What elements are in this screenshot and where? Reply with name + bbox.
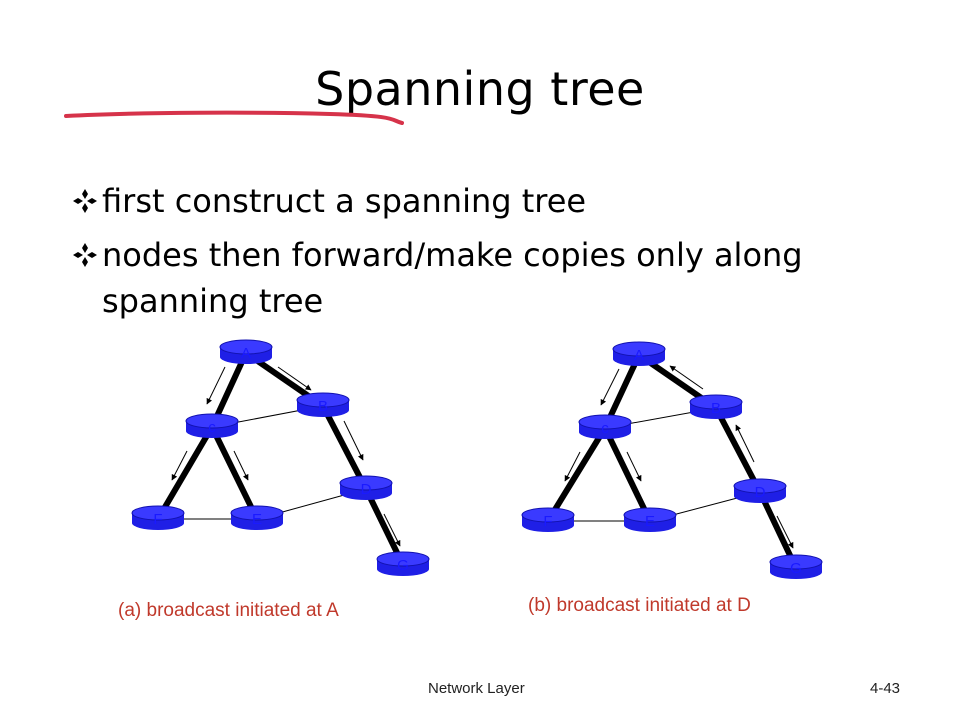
diagram-b [545,352,799,570]
router-node-label: G [790,560,802,577]
arrow [171,450,188,481]
router-node-f: F [131,505,185,530]
footer-page-number: 4-43 [870,680,901,697]
router-node-label: F [543,513,552,530]
router-node-e: E [230,505,284,530]
router-node-label: D [755,484,766,501]
router-node-label: c [601,420,609,437]
diamond-bullet-icon [73,243,97,267]
arrow [600,368,620,406]
bullet-item: first construct a spanning tree [72,178,832,224]
tree-link-b-d [320,404,369,491]
router-node-b: B [296,392,350,417]
router-node-c: c [185,413,239,438]
router-node-label: A [241,345,251,362]
router-node-label: D [361,481,372,498]
arrow [776,515,794,549]
diagram-a [155,350,406,567]
router-node-g: G [769,554,823,579]
tree-link-b-d [713,406,763,494]
router-node-label: F [153,511,162,528]
tree-link-c-e [209,425,260,521]
caption-a: (a) broadcast initiated at A [118,600,339,621]
arrow [383,513,401,547]
router-node-a: A [612,341,666,366]
arrow [277,366,312,391]
router-nodes: A BcD F E G A BcD F E G [131,339,823,579]
tree-link-c-f [545,426,608,523]
caption-b: (b) broadcast initiated at D [528,595,751,616]
arrow [233,450,249,481]
arrow [206,366,226,405]
router-node-f: F [521,507,575,532]
router-node-label: G [397,557,409,574]
router-node-label: B [318,398,328,415]
handwritten-underline [64,110,404,125]
router-node-a: A [219,339,273,364]
tree-link-c-f [155,425,215,521]
router-node-label: B [711,400,721,417]
router-node-d: D [339,475,393,500]
router-node-b: B [689,394,743,419]
footer-chapter: Network Layer [428,680,525,697]
arrow [669,365,704,390]
bullet-text: nodes then forward/make copies only alon… [102,236,803,320]
router-node-c: c [578,414,632,439]
arrow [564,451,581,482]
router-node-label: E [645,513,655,530]
router-node-d: D [733,478,787,503]
router-node-g: G [376,551,430,576]
router-node-e: E [623,507,677,532]
bullet-item: nodes then forward/make copies only alon… [72,232,832,324]
arrow [343,420,364,461]
bullet-list: first construct a spanning tree nodes th… [72,178,832,324]
arrow [735,424,755,463]
slide-title: Spanning tree [315,62,645,116]
router-node-label: c [208,419,216,436]
router-node-label: A [634,347,644,364]
tree-link-c-e [602,426,653,523]
arrow [626,451,642,482]
bullet-text: first construct a spanning tree [102,182,587,220]
diamond-bullet-icon [73,189,97,213]
router-node-label: E [252,511,262,528]
